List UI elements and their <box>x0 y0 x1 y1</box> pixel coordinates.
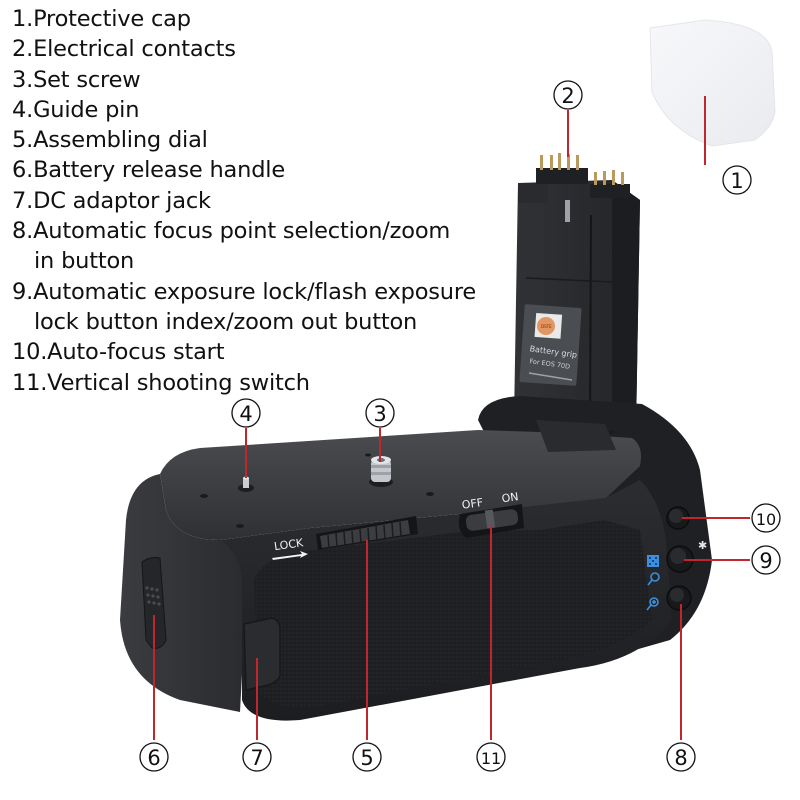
screw-holes <box>200 430 615 528</box>
legend-item-4: 4.Guide pin <box>12 96 140 123</box>
legend-item-2: 2.Electrical contacts <box>12 36 236 63</box>
callout-5: 5 <box>352 742 382 772</box>
dc-adaptor-jack-cover <box>243 617 281 691</box>
callout-1: 1 <box>722 165 752 195</box>
legend-item-6: 6.Battery release handle <box>12 157 285 184</box>
callout-10: 10 <box>751 503 781 533</box>
svg-text:7: 7 <box>250 746 263 770</box>
callout-8: 8 <box>666 742 696 772</box>
svg-text:9: 9 <box>759 549 772 573</box>
switch-off-label: OFF <box>461 496 484 512</box>
legend-item-10: 10.Auto-focus start <box>12 339 225 366</box>
zoom-in-icon <box>646 597 659 611</box>
lock-marking: LOCK <box>272 536 308 560</box>
grip-top-plate <box>160 420 641 540</box>
legend-item-8: 8.Automatic focus point selection/zoom <box>12 218 451 245</box>
lock-label: LOCK <box>273 536 305 553</box>
af-point-selection-button[interactable] <box>666 585 692 611</box>
svg-text:2: 2 <box>561 84 574 108</box>
svg-text:5: 5 <box>360 746 373 770</box>
callout-7: 7 <box>242 742 272 772</box>
assembling-dial[interactable] <box>316 516 418 550</box>
svg-text:6: 6 <box>147 746 160 770</box>
legend-item-11: 11.Vertical shooting switch <box>12 369 310 396</box>
grip-left-end <box>120 474 248 712</box>
parts-legend: 1.Protective cap 2.Electrical contacts 3… <box>12 4 476 398</box>
svg-text:4: 4 <box>239 402 252 426</box>
svg-text:11: 11 <box>481 749 501 768</box>
af-point-selection-icon <box>647 555 659 567</box>
callout-4: 4 <box>231 398 261 428</box>
battery-label: DSTE Battery grip For EOS 70D <box>519 304 582 386</box>
protective-cap <box>649 19 776 147</box>
legend-item-8-continued: in button <box>34 248 135 275</box>
vertical-shooting-switch[interactable]: OFF ON <box>458 490 524 538</box>
latch <box>565 200 570 222</box>
callout-9: 9 <box>751 545 781 575</box>
star-ae-lock-icon: ✱ <box>698 539 707 552</box>
legend-item-7: 7.DC adaptor jack <box>12 187 211 214</box>
battery-magazine: DSTE Battery grip For EOS 70D <box>514 153 640 446</box>
callout-2: 2 <box>553 80 583 110</box>
svg-text:10: 10 <box>756 510 776 529</box>
svg-text:3: 3 <box>373 402 386 426</box>
ae-lock-button[interactable] <box>666 545 694 573</box>
legend-item-3: 3.Set screw <box>12 66 141 93</box>
brand-logo: DSTE <box>541 324 552 329</box>
electrical-contacts <box>536 153 630 198</box>
callout-3: 3 <box>365 398 395 428</box>
legend-item-5: 5.Assembling dial <box>12 127 208 154</box>
switch-on-label: ON <box>501 490 520 505</box>
zoom-out-icon <box>647 572 660 586</box>
legend-item-9-continued: lock button index/zoom out button <box>34 308 418 335</box>
leader-lines <box>153 96 750 740</box>
callout-6: 6 <box>139 742 169 772</box>
callout-11: 11 <box>476 742 506 772</box>
svg-text:8: 8 <box>674 746 687 770</box>
legend-item-9: 9.Automatic exposure lock/flash exposure <box>12 278 477 305</box>
legend-item-1: 1.Protective cap <box>12 6 191 32</box>
svg-text:1: 1 <box>730 169 743 193</box>
